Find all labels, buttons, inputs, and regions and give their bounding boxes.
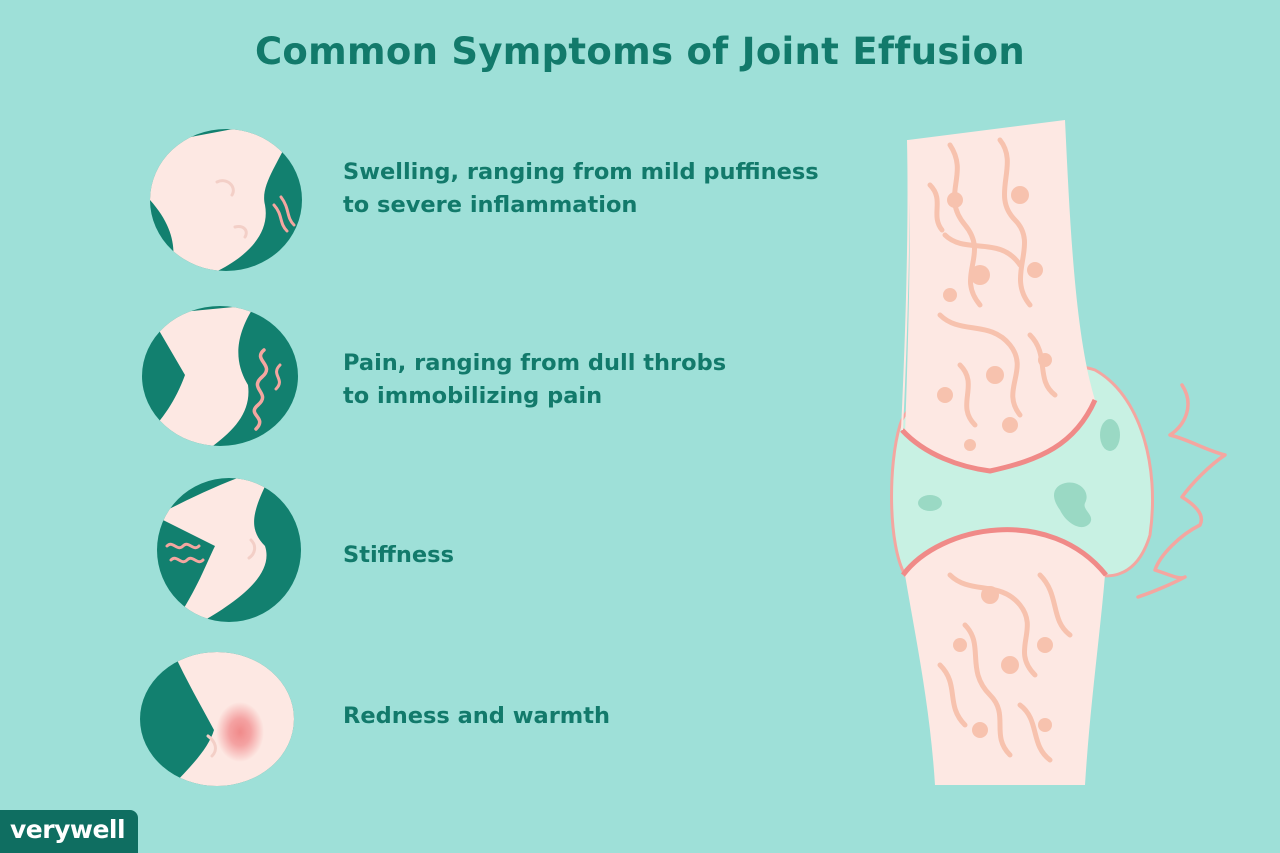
brand-logo-text: verywell: [10, 815, 126, 844]
page-title: Common Symptoms of Joint Effusion: [254, 30, 1026, 73]
symptom-redness-line1: Redness and warmth: [343, 703, 611, 729]
symptom-stiffness: Stiffness: [343, 539, 843, 572]
verywell-logo: verywell: [0, 810, 138, 853]
symptom-pain: Pain, ranging from dull throbs to immobi…: [343, 347, 843, 413]
stiffness-icon: [157, 478, 301, 622]
symptom-stiffness-line1: Stiffness: [343, 542, 454, 568]
knee-joint-icon: [890, 120, 1227, 785]
redness-icon: [140, 652, 294, 786]
symptom-pain-line2: to immobilizing pain: [343, 383, 603, 409]
symptom-pain-line1: Pain, ranging from dull throbs: [343, 350, 727, 376]
symptom-swelling-line2: to severe inflammation: [343, 192, 638, 218]
swelling-icon: [150, 129, 302, 271]
pain-icon: [142, 306, 298, 446]
symptom-swelling-line1: Swelling, ranging from mild puffiness: [343, 159, 819, 185]
symptom-redness: Redness and warmth: [343, 700, 843, 733]
symptom-swelling: Swelling, ranging from mild puffiness to…: [343, 156, 843, 222]
